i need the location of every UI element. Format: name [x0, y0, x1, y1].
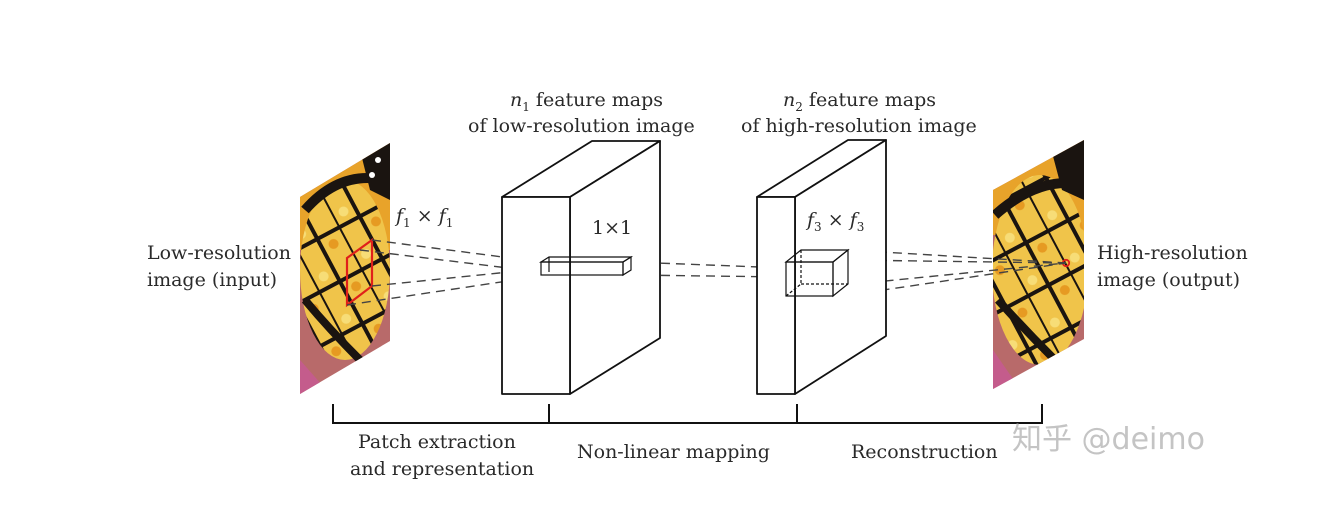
input-image — [300, 143, 390, 394]
block1-symbol: n — [510, 89, 522, 111]
stage1-label-line2: and representation — [350, 458, 534, 480]
stage-brackets — [332, 404, 1043, 424]
filter1-label: f1 × f1 — [394, 205, 453, 230]
filter-slab-1x1 — [538, 255, 634, 277]
filter3-times: × — [822, 209, 850, 231]
filter2-label: 1×1 — [592, 217, 632, 239]
stage1-label-line1: Patch extraction — [358, 431, 516, 453]
feature-block-1 — [501, 140, 661, 395]
input-label-line1: Low-resolution — [147, 242, 291, 264]
block1-title-line2: of low-resolution image — [468, 115, 695, 137]
filter1-a-sub: 1 — [403, 216, 411, 230]
filter1-b-sub: 1 — [446, 216, 454, 230]
block1-title-line1: n1 feature maps — [510, 89, 663, 114]
filter-cube-f3 — [784, 248, 850, 298]
filter3-a: f — [805, 209, 817, 231]
block1-title-rest: feature maps — [530, 89, 663, 111]
feature-block-2 — [756, 139, 887, 395]
block1-subscript: 1 — [522, 100, 530, 114]
stage2-label: Non-linear mapping — [577, 441, 770, 463]
filter3-label: f3 × f3 — [805, 209, 864, 234]
output-image — [993, 140, 1084, 389]
filter3-a-sub: 3 — [814, 220, 822, 234]
projection-lines — [346, 239, 1067, 306]
filter1-a: f — [394, 205, 406, 227]
stage3-label: Reconstruction — [851, 441, 998, 463]
block2-symbol: n — [783, 89, 795, 111]
filter3-b: f — [848, 209, 860, 231]
filter3-b-sub: 3 — [857, 220, 865, 234]
input-label-line2: image (input) — [147, 269, 277, 291]
output-label-line1: High-resolution — [1097, 242, 1248, 264]
filter1-b: f — [437, 205, 449, 227]
output-label-line2: image (output) — [1097, 269, 1240, 291]
block2-subscript: 2 — [795, 100, 803, 114]
filter1-times: × — [411, 205, 439, 227]
watermark: 知乎 @deimo — [1012, 422, 1205, 457]
block2-title-line2: of high-resolution image — [741, 115, 977, 137]
block2-title-rest: feature maps — [803, 89, 936, 111]
block2-title-line1: n2 feature maps — [783, 89, 936, 114]
